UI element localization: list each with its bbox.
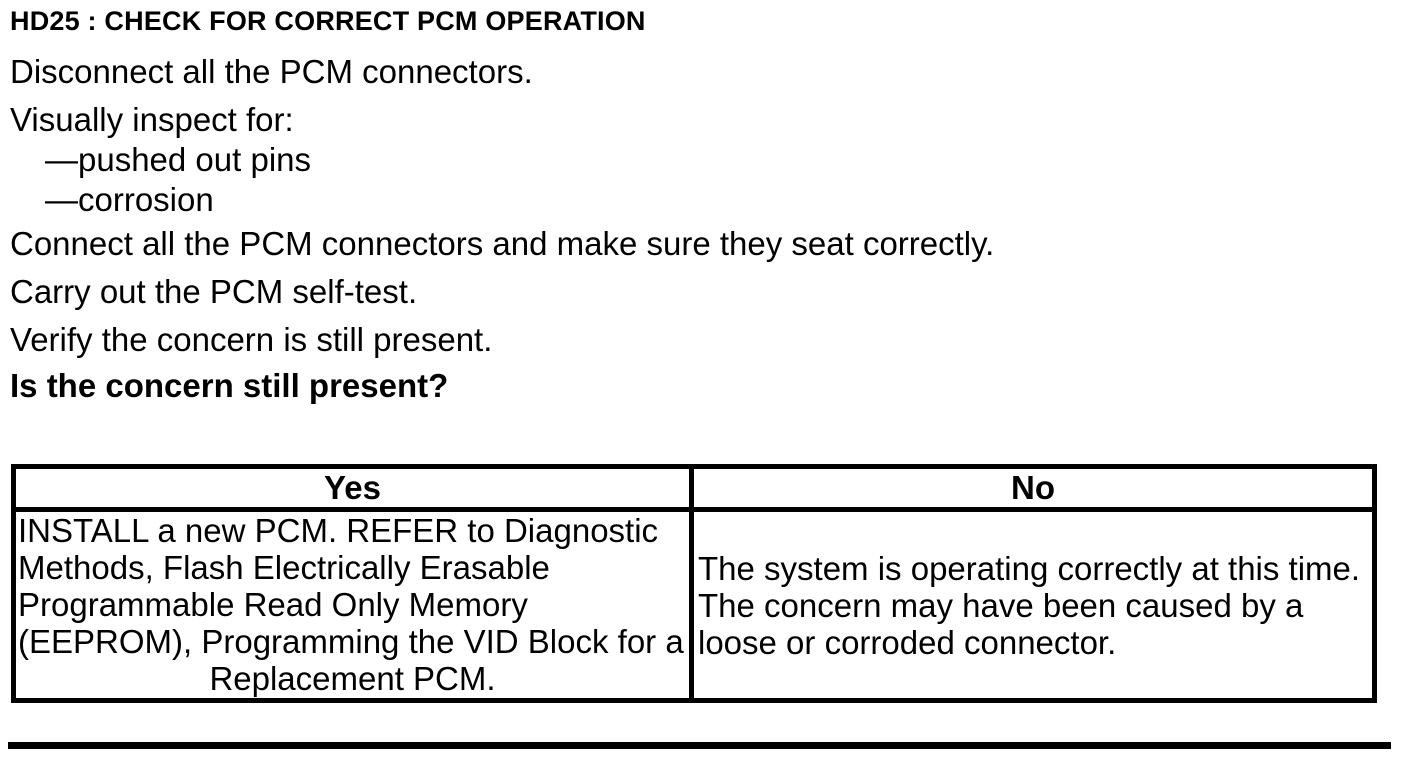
procedure-step-verify: Verify the concern is still present. bbox=[10, 321, 493, 358]
yes-action-line: Programmable Read Only Memory bbox=[18, 586, 528, 623]
procedure-step-self-test: Carry out the PCM self-test. bbox=[10, 273, 418, 310]
no-action-line: The system is operating correctly at thi… bbox=[698, 549, 1361, 587]
yes-action-line: Methods, Flash Electrically Erasable bbox=[18, 549, 550, 586]
no-action-line: loose or corroded connector. bbox=[698, 623, 1117, 661]
results-table-header-row: Yes No bbox=[16, 469, 1372, 512]
page-title: HD25 : CHECK FOR CORRECT PCM OPERATION bbox=[10, 6, 646, 36]
no-column-header: No bbox=[694, 469, 1372, 512]
procedure-step-inspect: Visually inspect for: bbox=[10, 101, 294, 138]
inspect-item-corrosion: —corrosion bbox=[45, 181, 214, 218]
procedure-step-disconnect: Disconnect all the PCM connectors. bbox=[10, 53, 533, 90]
inspect-item-pushed-pins: —pushed out pins bbox=[45, 141, 312, 178]
yes-column-header: Yes bbox=[16, 469, 694, 512]
no-action-cell: The system is operating correctly at thi… bbox=[694, 512, 1372, 698]
yes-action-cell: INSTALL a new PCM. REFER to Diagnostic M… bbox=[16, 512, 694, 698]
results-table: Yes No INSTALL a new PCM. REFER to Diagn… bbox=[11, 464, 1377, 703]
document-page: HD25 : CHECK FOR CORRECT PCM OPERATION D… bbox=[10, 6, 1377, 703]
decision-question: Is the concern still present? bbox=[10, 367, 449, 404]
no-action-line: The concern may have been caused by a bbox=[698, 586, 1304, 624]
procedure-step-connect: Connect all the PCM connectors and make … bbox=[10, 225, 995, 262]
yes-action-line: Replacement PCM. bbox=[209, 660, 496, 697]
results-table-body-row: INSTALL a new PCM. REFER to Diagnostic M… bbox=[16, 512, 1372, 698]
yes-action-line: (EEPROM), Programming the VID Block for … bbox=[18, 623, 684, 660]
section-divider-rule bbox=[8, 742, 1391, 749]
yes-action-line: INSTALL a new PCM. REFER to Diagnostic bbox=[18, 512, 659, 549]
